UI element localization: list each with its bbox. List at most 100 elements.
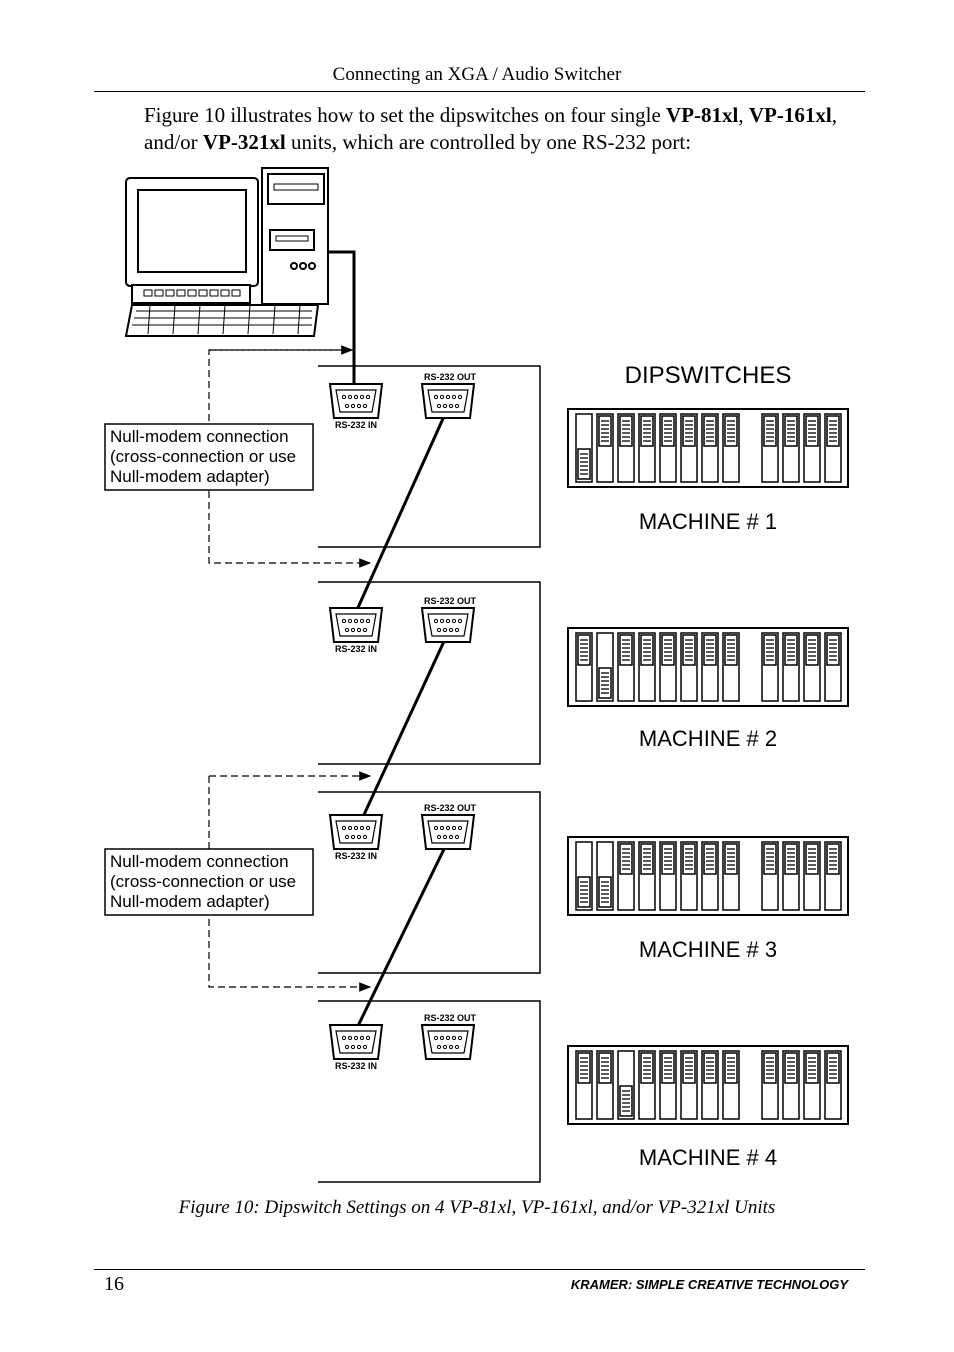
dipswitch-9 [761, 841, 779, 911]
callout-line: (cross-connection or use [110, 872, 296, 891]
dipswitch-1 [575, 841, 593, 911]
callout-line: Null-modem adapter) [110, 467, 270, 486]
running-header: Connecting an XGA / Audio Switcher [332, 64, 622, 85]
dipswitch-banks [567, 408, 849, 1125]
ports: RS-232 IN RS-232 OUT RS-232 IN RS-232 OUT RS… [328, 372, 477, 1071]
dipswitch-5 [659, 1050, 677, 1120]
pc-cable [328, 250, 356, 384]
dipswitch-1 [575, 632, 593, 702]
rs232-out-label: RS-232 OUT [424, 1013, 477, 1023]
dipswitch-7 [701, 413, 719, 483]
dipswitch-11 [803, 413, 821, 483]
dipswitch-bank-4 [567, 1045, 849, 1125]
dipswitch-9 [761, 632, 779, 702]
model-vp81xl: VP-81xl [666, 103, 739, 127]
dipswitch-7 [701, 1050, 719, 1120]
dipswitch-11 [803, 841, 821, 911]
null-modem-callout-1: Null-modem connection (cross-connection … [104, 423, 314, 491]
dipswitch-7 [701, 841, 719, 911]
dipswitch-5 [659, 841, 677, 911]
dipswitch-10 [782, 632, 800, 702]
dipswitch-3 [617, 413, 635, 483]
rs232-in-label: RS-232 IN [335, 851, 377, 861]
dipswitch-5 [659, 632, 677, 702]
page-number: 16 [104, 1273, 124, 1295]
dipswitch-4 [638, 841, 656, 911]
rs232-in-label: RS-232 IN [335, 644, 377, 654]
rs232-in-port-2 [328, 607, 384, 643]
footer-rule [94, 1269, 865, 1270]
rs232-in-port-4 [328, 1024, 384, 1060]
rs232-out-port-3 [420, 814, 476, 850]
intro-text-4: units, which are controlled by one RS-23… [285, 130, 692, 154]
callout-line: (cross-connection or use [110, 447, 296, 466]
rs232-in-label: RS-232 IN [335, 420, 377, 430]
dipswitch-8 [722, 413, 740, 483]
callout-line: Null-modem connection [110, 427, 289, 446]
null-modem-callout-2: Null-modem connection (cross-connection … [104, 848, 314, 916]
dipswitch-8 [722, 1050, 740, 1120]
intro-text-3: , and/or [144, 103, 837, 154]
dipswitch-10 [782, 841, 800, 911]
daisy-chain-cables [354, 411, 448, 1031]
rs232-out-label: RS-232 OUT [424, 596, 477, 606]
computer-icon [124, 167, 329, 337]
dipswitch-6 [680, 1050, 698, 1120]
dipswitch-12 [824, 1050, 842, 1120]
machine-label-4: MACHINE # 4 [639, 1145, 777, 1170]
dipswitch-2 [596, 1050, 614, 1120]
dipswitch-6 [680, 841, 698, 911]
dipswitch-3 [617, 632, 635, 702]
dipswitch-4 [638, 1050, 656, 1120]
dipswitch-3 [617, 1050, 635, 1120]
dipswitch-bank-3 [567, 836, 849, 916]
callout-line: Null-modem adapter) [110, 892, 270, 911]
dipswitch-11 [803, 632, 821, 702]
dipswitch-8 [722, 632, 740, 702]
dipswitch-4 [638, 413, 656, 483]
callout-line: Null-modem connection [110, 852, 289, 871]
intro-paragraph: Figure 10 illustrates how to set the dip… [144, 102, 864, 156]
intro-text-2: , [738, 103, 749, 127]
dipswitch-8 [722, 841, 740, 911]
dipswitch-2 [596, 413, 614, 483]
dipswitches-heading: DIPSWITCHES [625, 362, 792, 389]
dipswitch-12 [824, 413, 842, 483]
dipswitch-bank-2 [567, 627, 849, 707]
rs232-out-label: RS-232 OUT [424, 372, 477, 382]
rs232-out-port-4 [420, 1024, 476, 1060]
dipswitch-4 [638, 632, 656, 702]
dipswitch-1 [575, 413, 593, 483]
dipswitch-11 [803, 1050, 821, 1120]
footer-brand: KRAMER: SIMPLE CREATIVE TECHNOLOGY [570, 1277, 848, 1292]
model-vp321xl: VP-321xl [202, 130, 286, 154]
machine-label-3: MACHINE # 3 [639, 937, 777, 962]
dipswitch-10 [782, 413, 800, 483]
rs232-out-port-2 [420, 607, 476, 643]
intro-text-1: Figure 10 illustrates how to set the dip… [144, 103, 667, 127]
null-modem-arrows [208, 345, 372, 992]
machine-label-2: MACHINE # 2 [639, 726, 777, 751]
rs232-in-label: RS-232 IN [335, 1061, 377, 1071]
dipswitch-6 [680, 413, 698, 483]
dipswitch-3 [617, 841, 635, 911]
dipswitch-2 [596, 841, 614, 911]
dipswitch-bank-1 [567, 408, 849, 488]
dipswitch-2 [596, 632, 614, 702]
header-rule [94, 91, 865, 92]
dipswitch-1 [575, 1050, 593, 1120]
rs232-in-port-1 [328, 383, 384, 419]
dipswitch-7 [701, 632, 719, 702]
dipswitch-5 [659, 413, 677, 483]
dipswitch-9 [761, 1050, 779, 1120]
rs232-out-port-1 [420, 383, 476, 419]
dipswitch-6 [680, 632, 698, 702]
rs232-in-port-3 [328, 814, 384, 850]
model-vp161xl: VP-161xl [748, 103, 832, 127]
dipswitch-9 [761, 413, 779, 483]
figure-caption: Figure 10: Dipswitch Settings on 4 VP-81… [178, 1197, 776, 1218]
machine-panels [318, 365, 541, 1183]
dipswitch-10 [782, 1050, 800, 1120]
dipswitch-12 [824, 632, 842, 702]
